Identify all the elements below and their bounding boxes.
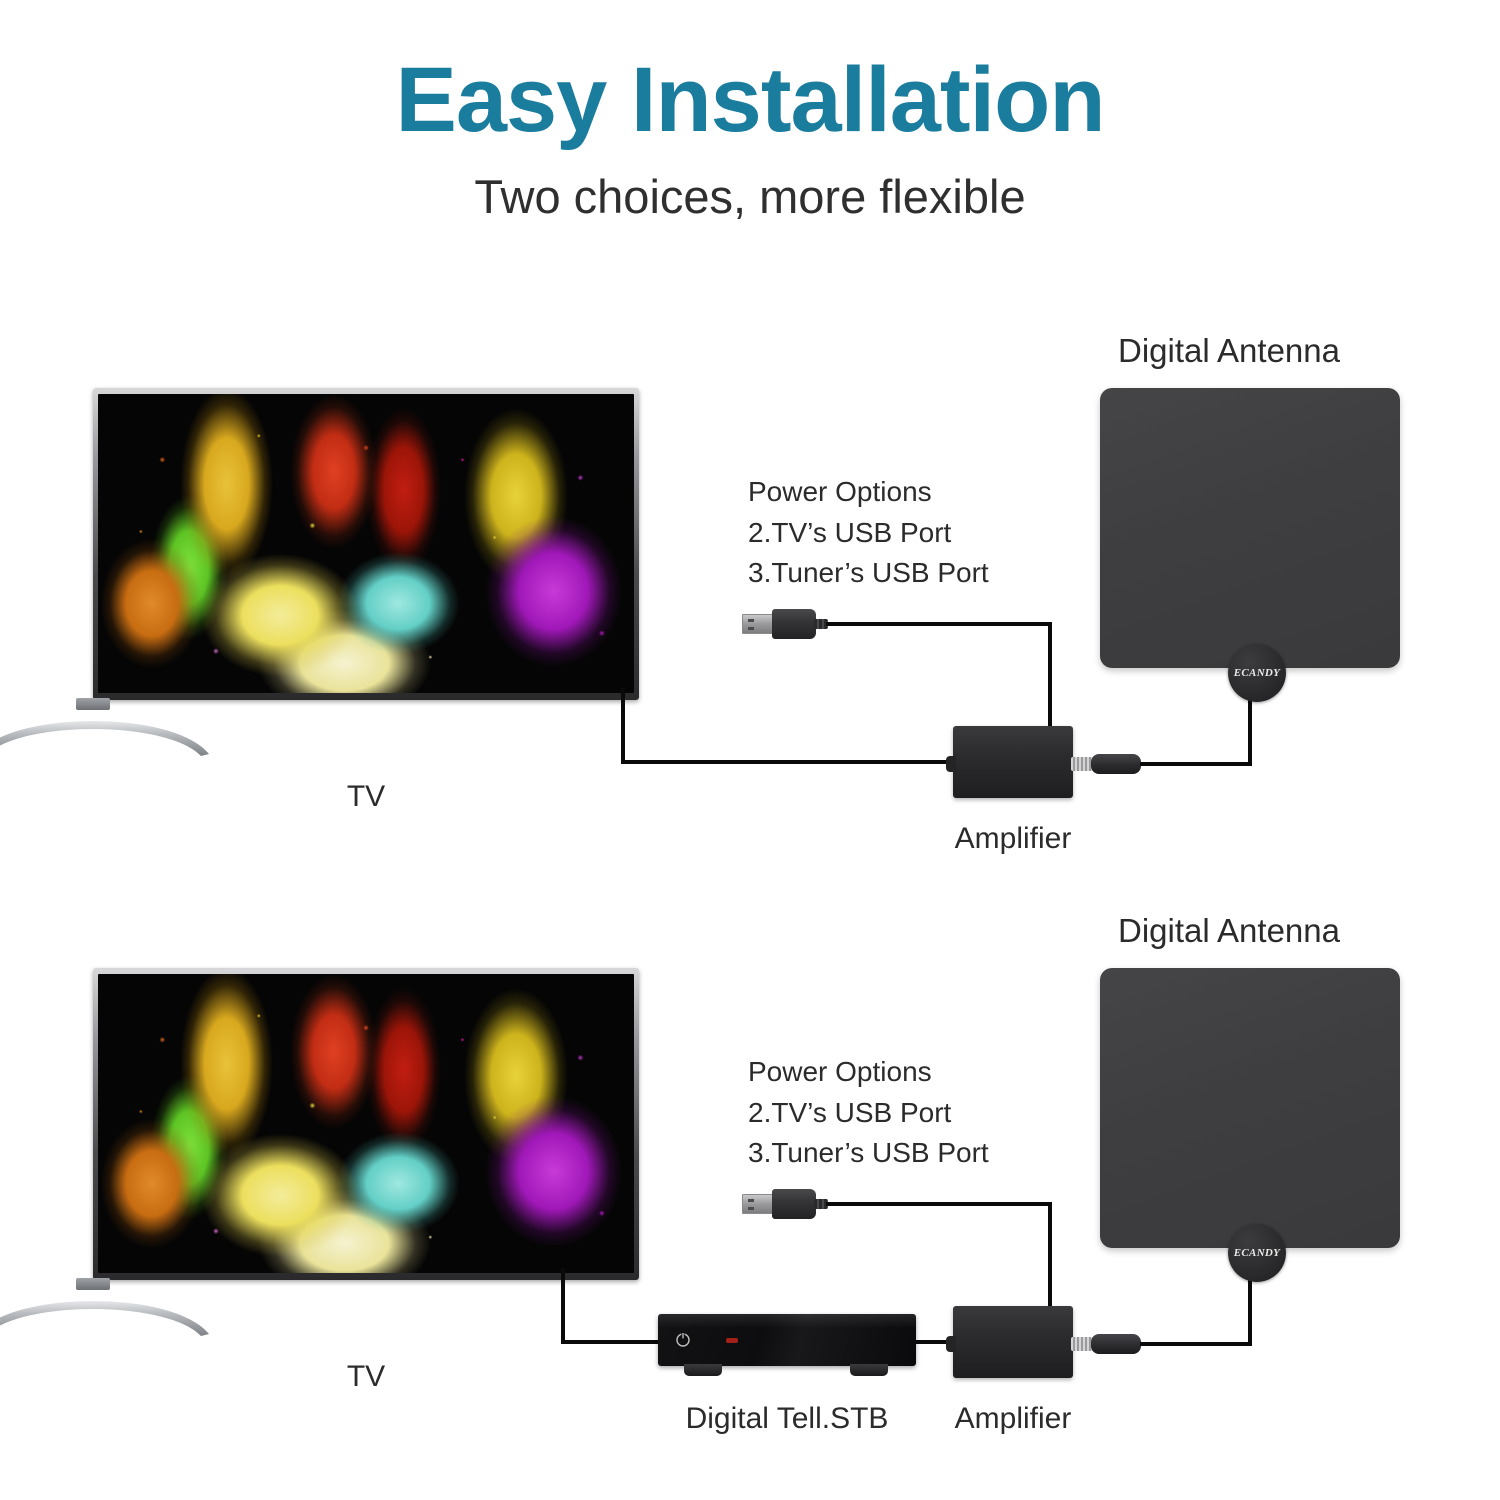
antenna-panel (1100, 388, 1400, 668)
tv-to-stb-wire (561, 1340, 671, 1344)
power-options-block: Power Options 2.TV’s USB Port 3.Tuner’s … (748, 472, 989, 594)
tv-wire-vertical (561, 1268, 565, 1344)
amplifier-label: Amplifier (954, 822, 1072, 855)
power-options-heading: Power Options (748, 1056, 932, 1087)
amplifier-input-port (946, 1336, 956, 1352)
antenna-wire-vertical (1248, 1258, 1252, 1344)
amplifier-body (953, 1306, 1073, 1378)
stb-body (658, 1314, 916, 1366)
power-option-item-2: 3.Tuner’s USB Port (748, 557, 989, 589)
header: Easy Installation Two choices, more flex… (0, 0, 1500, 222)
antenna-brand-text: ECANDY (1233, 667, 1281, 679)
antenna-logo-badge: ECANDY (1228, 1224, 1286, 1282)
page-title: Easy Installation (395, 49, 1105, 151)
antenna-wire-vertical (1248, 678, 1252, 764)
antenna-label: Digital Antenna (1118, 912, 1340, 949)
power-symbol-icon (674, 1330, 692, 1348)
screen-powder-layer-c (98, 394, 634, 693)
installation-option-2: TV Power Options 2.TV’s USB Port 3.Tuner… (0, 880, 1500, 1440)
amplifier-label: Amplifier (954, 1402, 1072, 1435)
coax-connector-icon (1071, 754, 1149, 774)
tv-stand-neck (76, 698, 110, 710)
power-option-item-2: 3.Tuner’s USB Port (748, 1137, 989, 1169)
tv-stand (0, 1278, 213, 1338)
tv-bezel (93, 968, 639, 1280)
usb-wire-vertical (1048, 1202, 1052, 1315)
usb-connector-icon (742, 607, 832, 641)
installation-option-1: TV Power Options 2.TV’s USB Port 3.Tuner… (0, 300, 1500, 860)
tv-wire-vertical (621, 688, 625, 764)
screen-powder-layer-c (98, 974, 634, 1273)
usb-strain-relief (814, 1199, 828, 1209)
stb-foot-left (684, 1364, 722, 1376)
usb-connector-icon (742, 1187, 832, 1221)
power-options-block: Power Options 2.TV’s USB Port 3.Tuner’s … (748, 1052, 989, 1174)
tv-screen (98, 974, 634, 1273)
antenna-wire-horizontal (1140, 762, 1252, 766)
power-options-heading: Power Options (748, 476, 932, 507)
antenna-wire-horizontal (1140, 1342, 1252, 1346)
coax-threaded-nut (1071, 757, 1093, 771)
tv-stand-neck (76, 1278, 110, 1290)
usb-metal-tip (742, 614, 774, 634)
coax-connector-icon (1071, 1334, 1149, 1354)
tv-bezel (93, 388, 639, 700)
usb-wire-horizontal (826, 1202, 1052, 1206)
power-option-item-1: 2.TV’s USB Port (748, 1096, 952, 1128)
tv-label: TV (346, 1360, 386, 1393)
usb-wire-horizontal (826, 622, 1052, 626)
stb-foot-right (850, 1364, 888, 1376)
usb-housing (772, 609, 816, 639)
tv-stand (0, 698, 213, 758)
stb-gloss-highlight (658, 1314, 916, 1328)
power-option-item-1: 2.TV’s USB Port (748, 516, 952, 548)
tv-stand-arc (0, 704, 213, 758)
amplifier-body (953, 726, 1073, 798)
stb-label: Digital Tell.STB (685, 1402, 889, 1435)
led-indicator-icon (726, 1338, 738, 1343)
usb-metal-tip (742, 1194, 774, 1214)
coax-rubber-boot (1091, 1334, 1141, 1354)
tv-wire-horizontal (621, 760, 955, 764)
tv-label: TV (346, 780, 386, 813)
usb-housing (772, 1189, 816, 1219)
amplifier-input-port (946, 756, 956, 772)
coax-rubber-boot (1091, 754, 1141, 774)
antenna-panel (1100, 968, 1400, 1248)
antenna-label: Digital Antenna (1118, 332, 1340, 369)
tv-stand-arc (0, 1284, 213, 1338)
coax-threaded-nut (1071, 1337, 1093, 1351)
tv-screen (98, 394, 634, 693)
stb-to-amplifier-wire (914, 1340, 960, 1344)
usb-strain-relief (814, 619, 828, 629)
usb-wire-vertical (1048, 622, 1052, 735)
antenna-brand-text: ECANDY (1233, 1247, 1281, 1259)
antenna-logo-badge: ECANDY (1228, 644, 1286, 702)
page-subtitle: Two choices, more flexible (474, 169, 1026, 223)
